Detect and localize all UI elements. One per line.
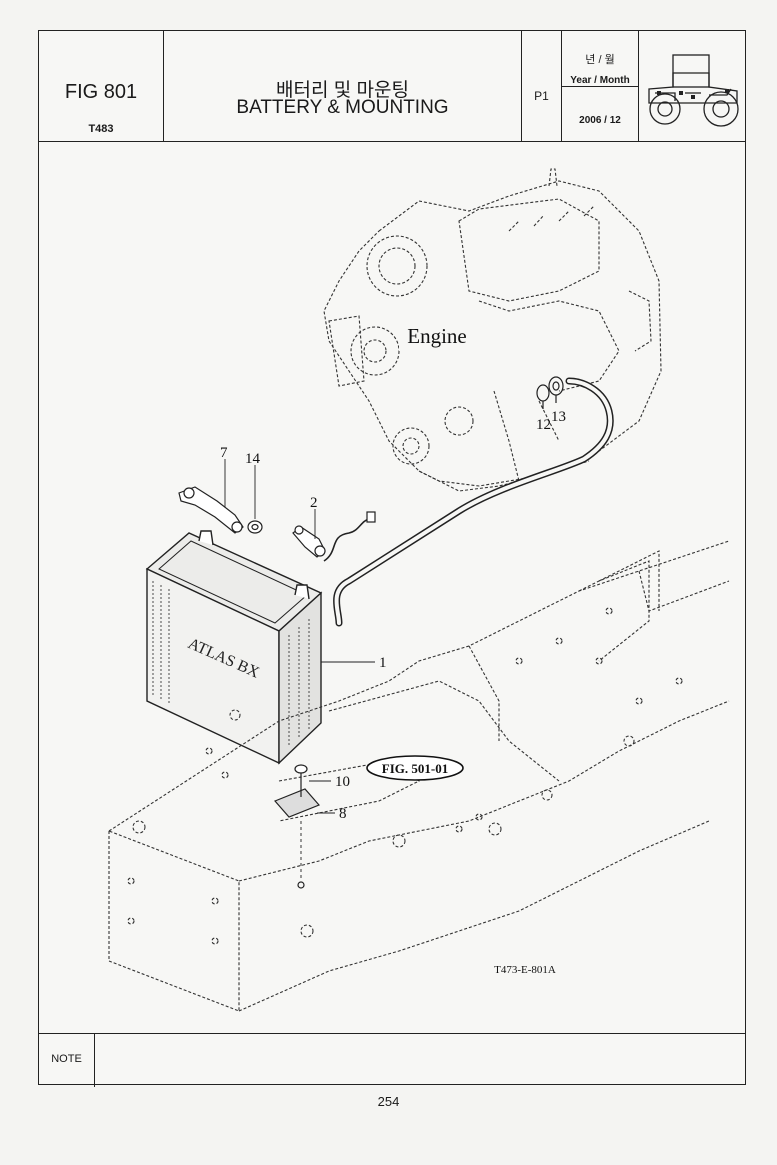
drawing-code: T473-E-801A [494,964,556,976]
callout-12: 12 [536,417,551,433]
parts-sheet: FIG 801 T483 배터리 및 마운팅 BATTERY & MOUNTIN… [38,30,746,1087]
ground-cable-inner [334,379,613,625]
year-month-english: Year / Month [570,75,630,86]
date-value: 2006 / 12 [579,115,621,126]
tractor-icon [648,54,739,127]
wire-connector [366,511,376,523]
engine-label: Engine [407,324,466,348]
note-row: NOTE [39,1033,745,1087]
page-number: 254 [377,1094,400,1109]
callout-2: 2 [310,495,318,511]
fig-reference: FIG. 501-01 [382,761,448,776]
positive-cable [178,486,244,534]
fig-code: T483 [88,123,114,135]
engine-outline [323,168,662,492]
title-cell: 배터리 및 마운팅 BATTERY & MOUNTING [164,31,522,141]
callout-13: 13 [551,409,566,425]
note-label: NOTE [39,1034,95,1087]
title-korean: 배터리 및 마운팅 [276,80,409,101]
tractor-icon-cell [639,31,747,141]
battery [145,530,323,765]
callout-8: 8 [339,806,347,822]
year-month-cell: 년 / 월 Year / Month 2006 / 12 [562,31,639,141]
mounting-frame [108,540,730,1012]
page-ref: P1 [534,89,549,103]
year-month-korean: 년 / 월 [585,54,615,66]
header-block: FIG 801 T483 배터리 및 마운팅 BATTERY & MOUNTIN… [39,31,745,142]
terminal-nut [247,520,263,534]
hold-down-bracket [273,764,321,889]
nut-washer [536,376,564,409]
callout-14: 14 [245,451,261,467]
negative-terminal [292,525,326,558]
title-english: BATTERY & MOUNTING [236,97,449,118]
fig-cell: FIG 801 T483 [39,31,164,141]
year-month-header: 년 / 월 Year / Month [562,31,638,87]
callout-7: 7 [220,445,228,461]
callout-1: 1 [379,655,387,671]
page-ref-cell: P1 [522,31,562,141]
fig-number: FIG 801 [64,81,138,103]
battery-mounting-diagram: Engine 12 13 2 [108,168,730,1012]
fig-reference-oval[interactable] [366,755,464,781]
exploded-drawing: Engine 12 13 2 [39,141,745,1033]
callout-10: 10 [335,774,350,790]
engine-label-bg [399,321,473,351]
sensor-wire [323,518,370,562]
